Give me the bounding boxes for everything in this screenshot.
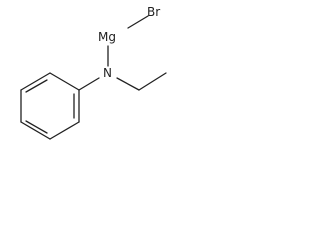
ring-bond-5 <box>20 72 51 91</box>
atom-label-bromine: Br <box>147 5 160 19</box>
bond-mg-br <box>127 15 149 29</box>
ring-double-bond-c <box>25 79 48 93</box>
ring-bond-2 <box>49 121 80 140</box>
atom-label-nitrogen: N <box>103 66 112 80</box>
ring-bond-6 <box>49 72 80 91</box>
atom-label-magnesium: Mg <box>98 30 116 44</box>
ring-bond-3 <box>20 121 51 140</box>
bond-n-phenyl <box>78 77 100 91</box>
benzene-ring <box>20 72 80 140</box>
bond-ch2-ch3 <box>138 72 167 91</box>
ring-double-bond-b <box>25 120 48 134</box>
chemical-structure: Br Mg N <box>20 5 167 140</box>
bond-n-ch2 <box>116 77 140 91</box>
